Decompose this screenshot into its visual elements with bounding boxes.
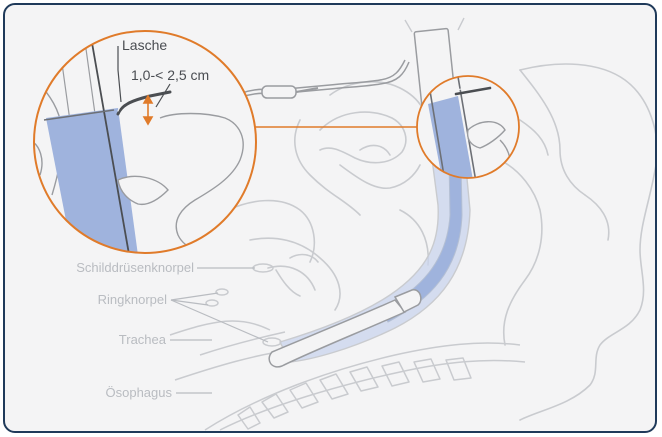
- label-oesophagus: Ösophagus: [106, 385, 173, 400]
- magnified-detail-circle: [30, 20, 256, 282]
- label-ringknorpel: Ringknorpel: [98, 292, 167, 307]
- label-trachea: Trachea: [119, 332, 167, 347]
- spine: [205, 343, 525, 430]
- label-lasche: Lasche: [122, 37, 167, 53]
- airway-anatomy: [228, 82, 428, 310]
- ultrasound-probe: [269, 290, 421, 367]
- label-measurement: 1,0-< 2,5 cm: [131, 67, 209, 83]
- cable: [232, 60, 409, 102]
- trachea-oesophagus: [170, 321, 290, 380]
- head-outline: [500, 64, 657, 420]
- cartilages: [206, 264, 281, 346]
- label-schilddruesenknorpel: Schilddrüsenknorpel: [76, 260, 194, 275]
